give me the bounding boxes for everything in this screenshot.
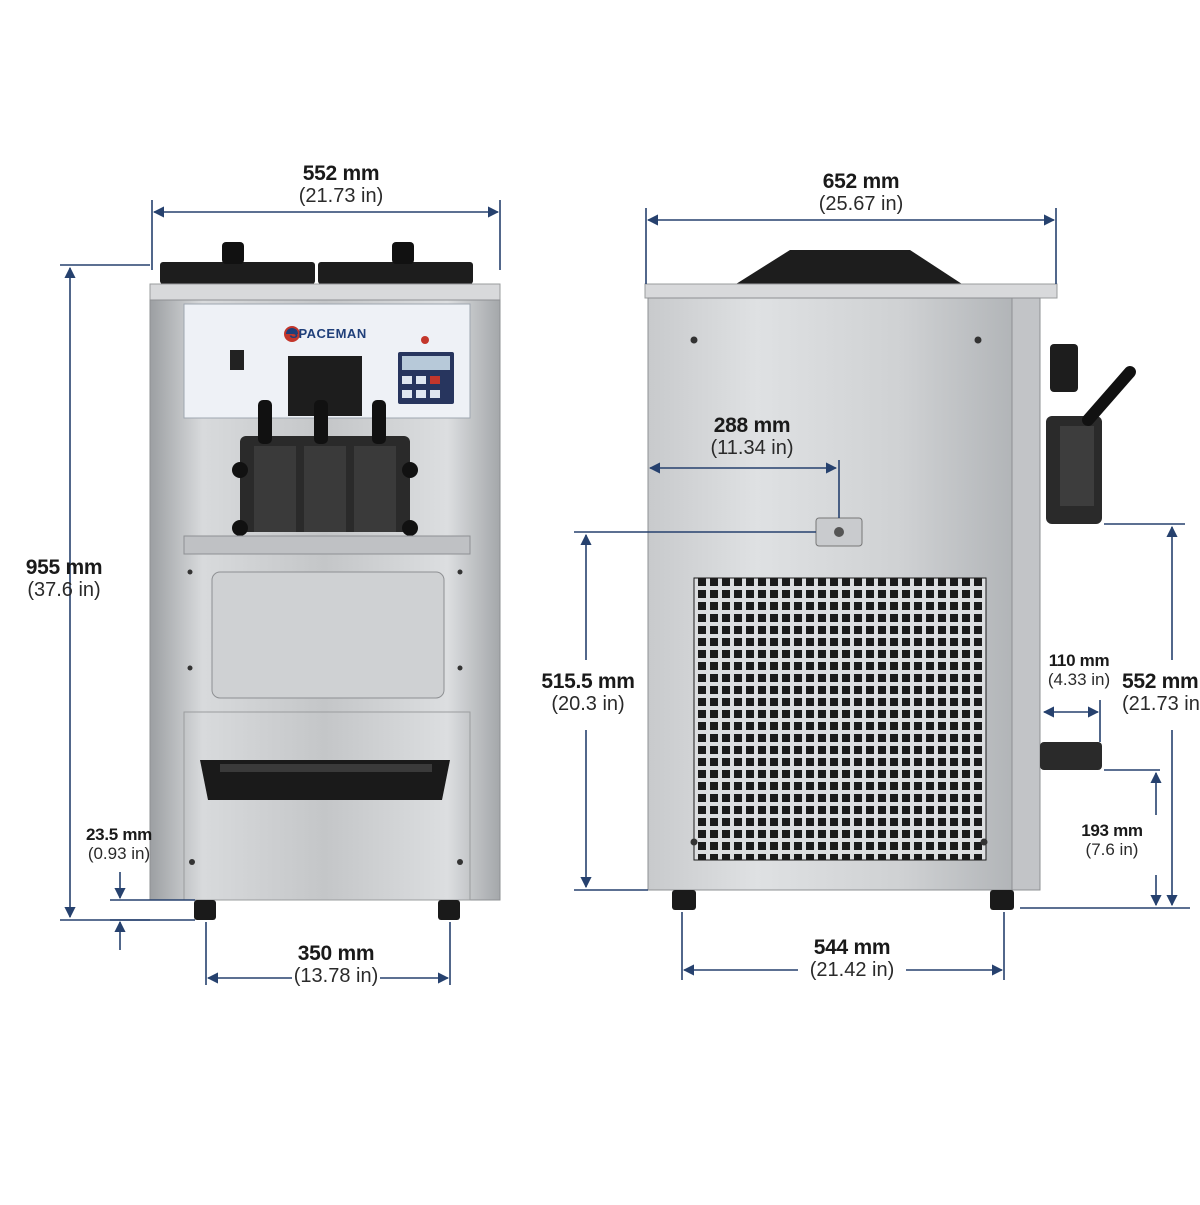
side-feet-mm: 544 mm: [813, 936, 891, 959]
label-side-depth: 652 mm (25.67 in): [786, 170, 936, 215]
drip-ledge: [183, 535, 471, 555]
side-dispenser-top: [1050, 344, 1078, 392]
indicator-light-icon: [421, 336, 429, 344]
front-view: SPACEMAN: [149, 242, 501, 920]
feet-spacing-in: (13.78 in): [293, 965, 379, 988]
hopper-lid-right: [318, 262, 473, 284]
lid-knob-right: [392, 242, 414, 264]
side-foot-right: [990, 890, 1014, 910]
tray-height-in: (7.6 in): [1085, 839, 1139, 859]
label-vent-height: 515.5 mm (20.3 in): [526, 670, 650, 715]
spout-height-in: (21.73 in): [1122, 693, 1200, 716]
side-depth-in: (25.67 in): [818, 193, 904, 216]
side-depth-mm: 652 mm: [822, 170, 900, 193]
vent-height-mm: 515.5 mm: [541, 670, 635, 693]
tray-height-mm: 193 mm: [1081, 821, 1143, 840]
foot-left: [194, 900, 216, 920]
front-access-panel: [211, 571, 445, 699]
spout-height-mm: 552 mm: [1122, 670, 1199, 693]
side-handle[interactable]: [1082, 366, 1136, 426]
side-foot-left: [672, 890, 696, 910]
front-width-in: (21.73 in): [298, 185, 384, 208]
feet-spacing-mm: 350 mm: [297, 942, 375, 965]
feet-height-mm: 23.5 mm: [86, 825, 152, 844]
label-side-feet: 544 mm (21.42 in): [782, 936, 922, 981]
label-center-offset: 288 mm (11.34 in): [682, 414, 822, 459]
label-feet-height: 23.5 mm (0.93 in): [72, 825, 166, 863]
knob-lower-left-icon[interactable]: [232, 520, 248, 536]
front-height-mm: 955 mm: [25, 556, 103, 579]
front-height-in: (37.6 in): [27, 579, 101, 602]
lower-panel: [183, 711, 471, 901]
side-hopper-lid: [736, 250, 962, 284]
side-feet-in: (21.42 in): [809, 959, 895, 982]
front-width-mm: 552 mm: [302, 162, 380, 185]
label-spout-height: 552 mm (21.73 in): [1122, 670, 1200, 715]
knob-upper-left-icon[interactable]: [232, 462, 248, 478]
side-drip-tray: [1040, 742, 1102, 770]
center-offset-mm: 288 mm: [713, 414, 791, 437]
tray-depth-in: (4.33 in): [1047, 669, 1111, 689]
top-rim: [149, 283, 501, 301]
feet-height-in: (0.93 in): [87, 843, 151, 863]
handle-left[interactable]: [258, 400, 272, 444]
knob-upper-right-icon[interactable]: [402, 462, 418, 478]
tray-depth-mm: 110 mm: [1048, 651, 1110, 670]
side-front-edge: [1011, 297, 1041, 891]
label-tray-depth: 110 mm (4.33 in): [1036, 651, 1122, 689]
lid-knob-left: [222, 242, 244, 264]
side-top-rim: [644, 283, 1058, 299]
vent-grille: [693, 577, 987, 861]
center-offset-in: (11.34 in): [710, 437, 794, 460]
side-view: [644, 250, 1136, 910]
label-tray-height: 193 mm (7.6 in): [1070, 821, 1154, 859]
foot-right: [438, 900, 460, 920]
brand-logo-text: SPACEMAN: [289, 326, 366, 341]
power-switch[interactable]: [230, 350, 244, 370]
label-feet-spacing: 350 mm (13.78 in): [266, 942, 406, 987]
handle-right[interactable]: [372, 400, 386, 444]
hopper-lid-left: [160, 262, 315, 284]
knob-lower-right-icon[interactable]: [402, 520, 418, 536]
dimension-lines: [60, 200, 1190, 985]
label-front-height: 955 mm (37.6 in): [4, 556, 124, 601]
label-front-width: 552 mm (21.73 in): [266, 162, 416, 207]
handle-center[interactable]: [314, 400, 328, 444]
vent-height-in: (20.3 in): [551, 693, 625, 716]
